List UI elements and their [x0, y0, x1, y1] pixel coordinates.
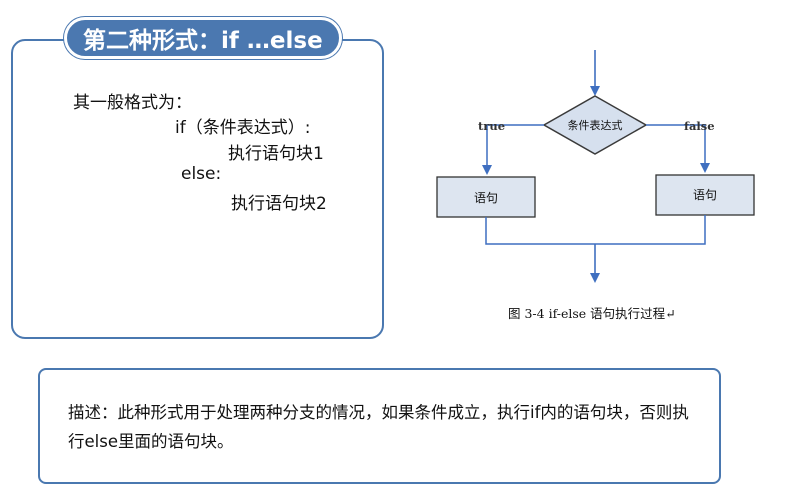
syntax-block1: 执行语句块1 [228, 144, 324, 164]
description-text: 描述：此种形式用于处理两种分支的情况，如果条件成立，执行if内的语句块，否则执行… [68, 403, 689, 451]
true-statement-label: 语句 [474, 191, 498, 205]
true-label: true [478, 119, 505, 133]
condition-label: 条件表达式 [568, 118, 623, 132]
true-branch-arrow [482, 124, 544, 175]
syntax-else-line: else: [181, 164, 222, 184]
condition-diamond [542, 95, 648, 155]
true-statement-block [436, 176, 536, 218]
true-merge-line [485, 217, 595, 245]
false-label: false [684, 119, 715, 133]
syntax-panel [11, 39, 384, 339]
syntax-intro: 其一般格式为： [73, 93, 192, 113]
false-merge-line [595, 215, 706, 245]
false-statement-label: 语句 [693, 188, 717, 202]
syntax-if-line: if（条件表达式）: [175, 118, 311, 138]
slide-title: 第二种形式：if …else [64, 17, 342, 59]
figure-caption: 图 3-4 if-else 语句执行过程↵ [508, 306, 676, 321]
syntax-block2: 执行语句块2 [231, 194, 327, 214]
description-panel: 描述：此种形式用于处理两种分支的情况，如果条件成立，执行if内的语句块，否则执行… [38, 368, 721, 484]
false-branch-arrow [646, 124, 710, 173]
